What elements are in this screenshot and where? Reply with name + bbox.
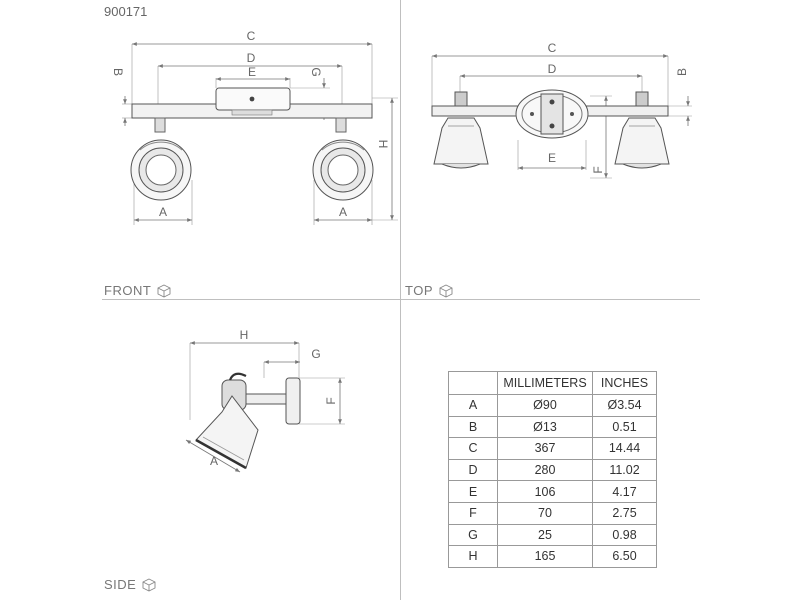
dim-label-a: A: [210, 454, 218, 468]
table-cell-mm: 106: [497, 480, 593, 503]
table-row: C 367 14.44: [448, 437, 657, 460]
table-cell-key: F: [448, 501, 498, 525]
dim-label-b: B: [675, 68, 689, 76]
table-cell-key: H: [448, 545, 498, 568]
top-dimension-letters: C D E B F: [548, 41, 689, 174]
top-label-text: TOP: [405, 283, 433, 298]
table-header: MILLIMETERS: [497, 371, 593, 395]
dim-label-a: A: [339, 205, 347, 219]
table-header: INCHES: [592, 371, 657, 395]
dim-label-e: E: [248, 65, 256, 79]
table-cell-in: 14.44: [592, 437, 657, 460]
dim-label-a: A: [159, 205, 167, 219]
cube-icon: [142, 577, 156, 592]
table-cell-in: Ø3.54: [592, 394, 657, 417]
cube-icon: [439, 283, 453, 298]
side-view: [185, 341, 345, 473]
dim-label-h: H: [240, 328, 249, 342]
table-cell-key: D: [448, 458, 498, 482]
cube-icon: [157, 283, 171, 298]
table-cell-key: G: [448, 523, 498, 547]
side-dimension-letters: H G F A: [210, 328, 338, 468]
dimensions-table: MILLIMETERS INCHES A Ø90 Ø3.54 B Ø13 0.5…: [448, 371, 657, 568]
table-cell-mm: 367: [497, 437, 593, 460]
dim-label-d: D: [247, 51, 256, 65]
front-dimension-letters: C D E B G H A A: [111, 29, 390, 219]
front-view-label: FRONT: [104, 283, 171, 298]
table-row: B Ø13 0.51: [448, 415, 657, 439]
table-cell-mm: Ø13: [497, 415, 593, 439]
table-cell-mm: 165: [497, 545, 593, 568]
table-cell-mm: 280: [497, 458, 593, 482]
table-cell-key: C: [448, 437, 498, 460]
table-row: H 165 6.50: [448, 545, 657, 568]
table-cell-in: 2.75: [592, 501, 657, 525]
table-header: [448, 371, 498, 395]
table-cell-mm: 25: [497, 523, 593, 547]
table-row: F 70 2.75: [448, 501, 657, 525]
table-cell-mm: 70: [497, 501, 593, 525]
dim-label-g: G: [311, 347, 320, 361]
dim-label-h: H: [376, 140, 390, 149]
table-cell-key: A: [448, 394, 498, 417]
dim-label-g: G: [309, 67, 323, 76]
table-row: G 25 0.98: [448, 523, 657, 547]
front-label-text: FRONT: [104, 283, 152, 298]
side-label-text: SIDE: [104, 577, 137, 592]
table-row: D 280 11.02: [448, 458, 657, 482]
dim-label-f: F: [591, 166, 605, 173]
table-row: A Ø90 Ø3.54: [448, 394, 657, 417]
dim-label-c: C: [548, 41, 557, 55]
table-cell-mm: Ø90: [497, 394, 593, 417]
table-header-row: MILLIMETERS INCHES: [448, 371, 657, 395]
top-view-label: TOP: [405, 283, 453, 298]
top-view: [431, 54, 692, 179]
dim-label-c: C: [247, 29, 256, 43]
table-cell-key: E: [448, 480, 498, 503]
product-code: 900171: [104, 4, 148, 19]
table-cell-in: 6.50: [592, 545, 657, 568]
dim-label-b: B: [111, 68, 125, 76]
table-cell-in: 4.17: [592, 480, 657, 503]
table-row: E 106 4.17: [448, 480, 657, 503]
dim-label-d: D: [548, 62, 557, 76]
dim-label-e: E: [548, 151, 556, 165]
table-cell-in: 0.51: [592, 415, 657, 439]
horizontal-divider: [102, 299, 700, 300]
front-view: [122, 42, 398, 225]
table-cell-in: 0.98: [592, 523, 657, 547]
table-cell-key: B: [448, 415, 498, 439]
table-cell-in: 11.02: [592, 458, 657, 482]
dim-label-f: F: [324, 397, 338, 404]
side-view-label: SIDE: [104, 577, 156, 592]
vertical-divider: [400, 0, 401, 600]
